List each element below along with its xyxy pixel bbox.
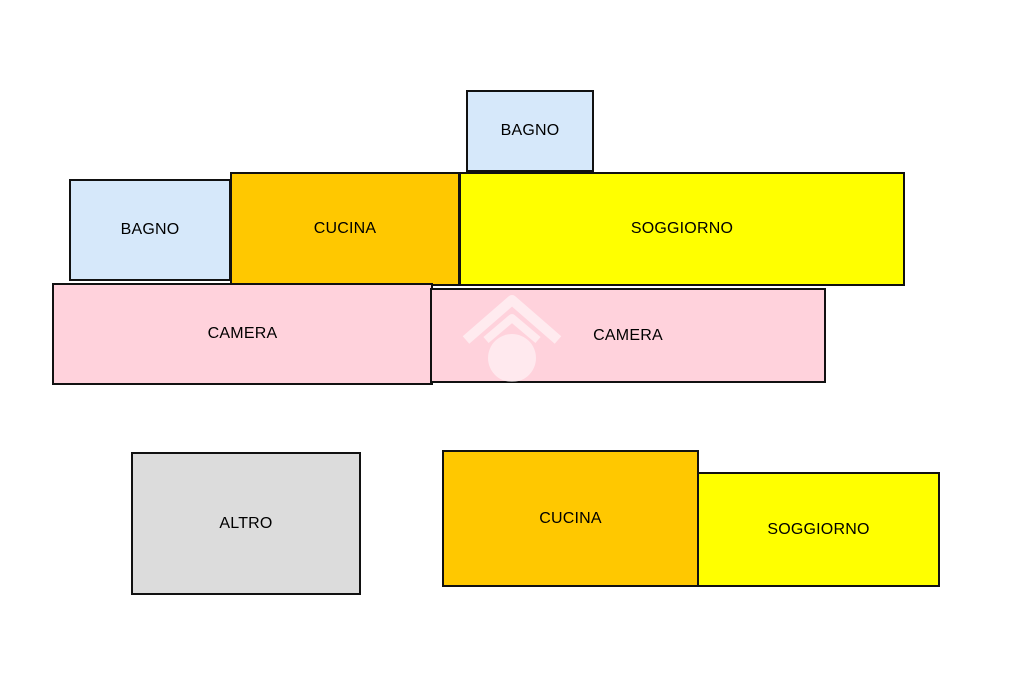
room-label: BAGNO bbox=[120, 221, 180, 238]
room-bagno-left: BAGNO bbox=[69, 179, 231, 281]
room-label: CUCINA bbox=[539, 509, 602, 527]
room-label: ALTRO bbox=[219, 514, 273, 532]
room-label: CUCINA bbox=[313, 220, 377, 237]
room-camera-left: CAMERA bbox=[52, 283, 433, 385]
room-bagno-upper: BAGNO bbox=[466, 90, 594, 172]
room-soggiorno-lower: SOGGIORNO bbox=[697, 472, 940, 587]
room-soggiorno-upper: SOGGIORNO bbox=[459, 172, 905, 286]
room-cucina-upper: CUCINA bbox=[230, 172, 460, 286]
room-label: CAMERA bbox=[207, 325, 278, 342]
room-label: BAGNO bbox=[500, 122, 560, 139]
room-cucina-lower: CUCINA bbox=[442, 450, 699, 587]
room-label: SOGGIORNO bbox=[630, 220, 734, 237]
room-label: CAMERA bbox=[593, 326, 663, 344]
room-camera-right: CAMERA bbox=[430, 288, 826, 383]
room-label: SOGGIORNO bbox=[767, 520, 870, 538]
room-altro: ALTRO bbox=[131, 452, 361, 595]
